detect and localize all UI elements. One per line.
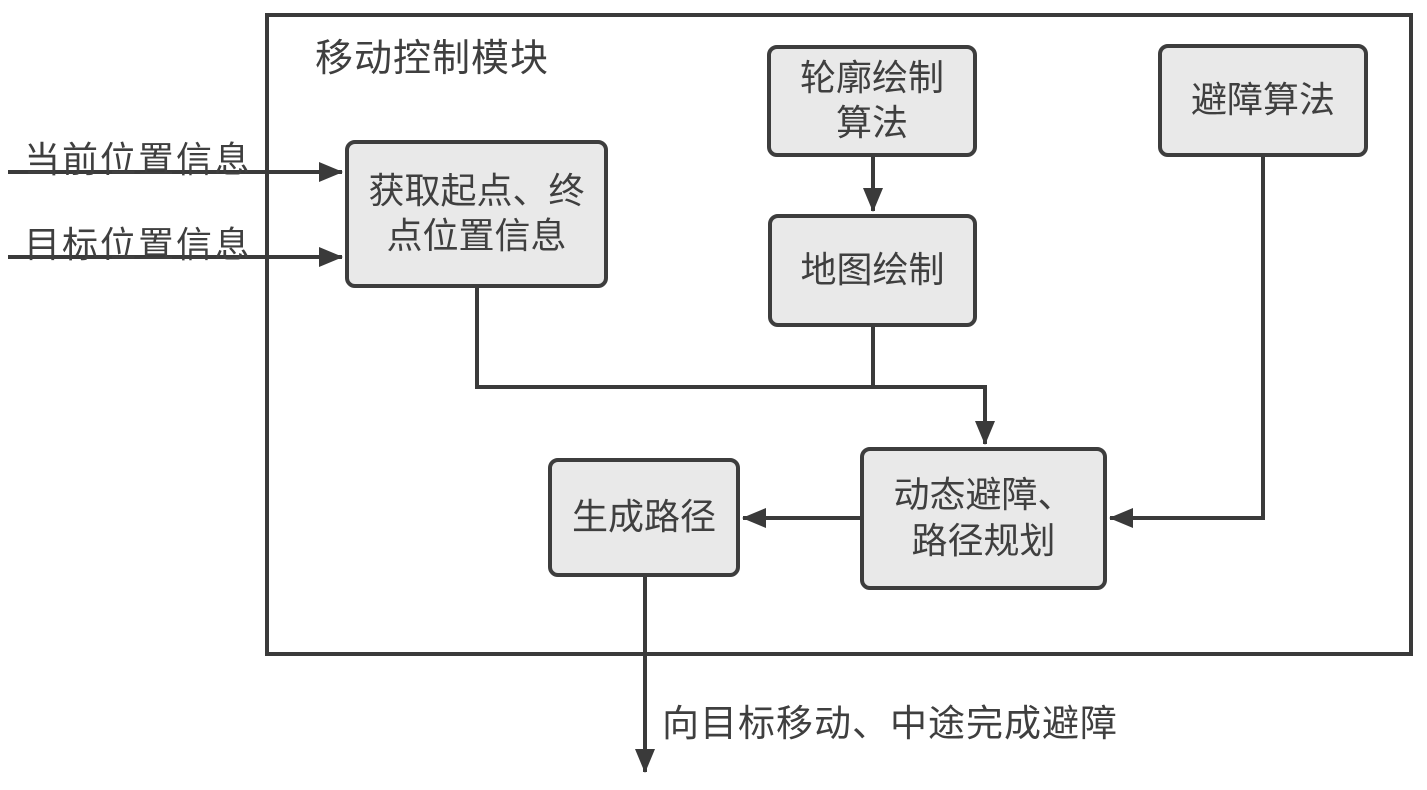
node-dynamic-avoid-line1: 动态避障、 [893,475,1074,517]
input-label-current-position: 当前位置信息 [24,140,253,181]
node-map-draw-line1: 地图绘制 [800,249,945,291]
node-contour-algorithm: 轮廓绘制 算法 [767,45,977,157]
module-frame [265,13,1413,656]
module-title: 移动控制模块 [315,36,550,80]
node-avoid-algorithm-line1: 避障算法 [1190,79,1335,121]
node-get-position-line1: 获取起点、终 [368,170,585,212]
node-get-position-line2: 点位置信息 [386,216,567,257]
node-generate-path: 生成路径 [548,458,740,577]
node-contour-algorithm-line1: 轮廓绘制 [799,57,944,99]
node-dynamic-avoid: 动态避障、 路径规划 [860,447,1107,590]
node-contour-algorithm-line2: 算法 [835,103,908,144]
node-get-position: 获取起点、终 点位置信息 [345,140,608,288]
node-avoid-algorithm: 避障算法 [1158,44,1368,157]
node-map-draw: 地图绘制 [768,214,977,327]
input-label-target-position: 目标位置信息 [24,225,253,266]
node-dynamic-avoid-line2: 路径规划 [911,520,1056,562]
node-generate-path-line1: 生成路径 [571,496,716,538]
output-label: 向目标移动、中途完成避障 [662,702,1118,745]
